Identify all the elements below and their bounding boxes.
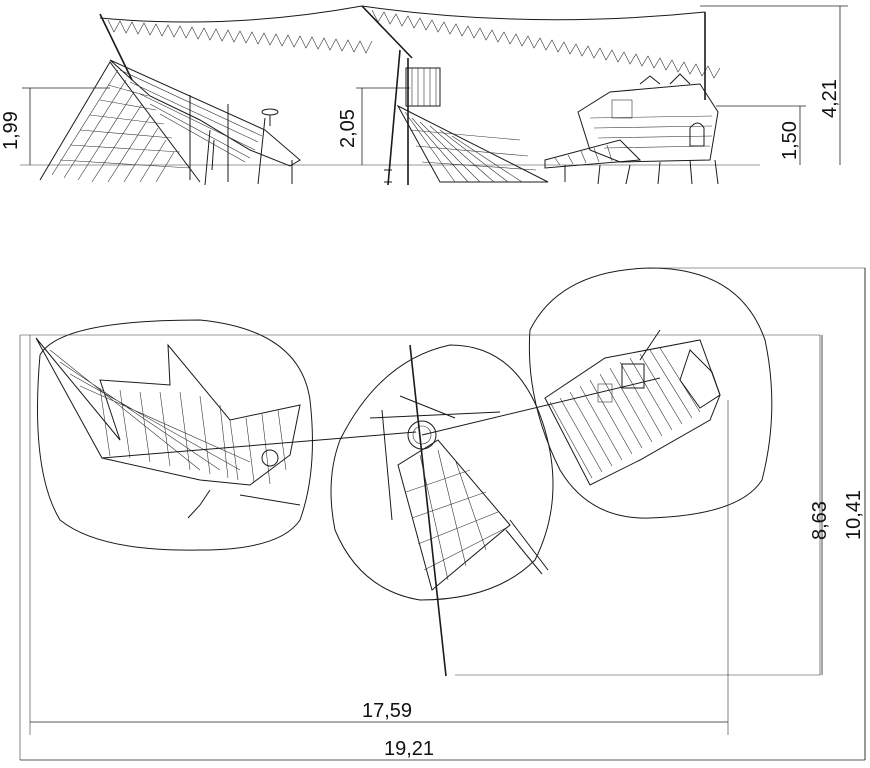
boat-deck-planks xyxy=(229,409,287,485)
house-body xyxy=(577,83,719,163)
mast-middle xyxy=(361,5,413,59)
hull-post-3 xyxy=(257,117,266,185)
boat-ladder xyxy=(187,489,211,519)
house-bow xyxy=(679,349,721,409)
tower-spar xyxy=(409,344,447,677)
plan-dimensions: 8,63 10,41 17,59 19,21 xyxy=(20,268,866,761)
boat-net-mesh xyxy=(49,349,251,479)
tower-foot xyxy=(384,169,392,183)
house-outline xyxy=(544,339,721,486)
house-leg-2 xyxy=(597,164,601,185)
house-door xyxy=(689,122,705,147)
plan-dim-width-outer: 19,21 xyxy=(384,738,434,760)
boat-left-elevation xyxy=(39,13,301,186)
tower-net-frame xyxy=(397,439,511,591)
boat-outline xyxy=(35,337,301,486)
mast-left xyxy=(99,13,133,81)
ramp-mesh xyxy=(404,111,537,183)
hull-side xyxy=(109,59,301,167)
height-dim-2: 2,05 xyxy=(337,109,359,148)
boundary-outer xyxy=(650,267,866,760)
sail-rope xyxy=(99,5,706,23)
hull-planks xyxy=(119,69,263,163)
tower-round-inner xyxy=(412,425,432,445)
safety-zone-left xyxy=(37,319,313,551)
pennants-left xyxy=(107,19,373,54)
sail-cable-right xyxy=(421,377,661,436)
gangway xyxy=(544,139,642,169)
tower-net-mesh xyxy=(405,449,507,581)
boat-left-plan xyxy=(35,337,417,519)
height-dim-1: 1,99 xyxy=(0,111,22,150)
tower-post-left xyxy=(387,49,401,186)
tower-middle-elevation xyxy=(361,5,549,186)
tower-cabin xyxy=(405,67,441,107)
house-leg-5 xyxy=(689,159,693,185)
safety-zone-middle xyxy=(330,344,554,601)
boundary-inner xyxy=(20,334,821,676)
tower-ramp xyxy=(505,519,549,575)
elevation-view: 1,99 2,05 1,50 4,21 xyxy=(0,5,848,186)
cabin-slats xyxy=(411,68,437,106)
house-right-plan xyxy=(544,329,721,486)
tower-beams xyxy=(369,395,501,521)
house-roof-frame xyxy=(639,73,691,85)
boat-boom xyxy=(239,494,301,506)
plan-dim-depth-outer: 10,41 xyxy=(843,490,865,540)
ramp-net-frame xyxy=(396,104,549,183)
safety-zone-right xyxy=(528,267,773,519)
net-frame xyxy=(39,61,201,183)
plan-view: 8,63 10,41 17,59 19,21 xyxy=(19,267,866,761)
house-mast-base xyxy=(639,329,661,361)
height-dim-3: 1,50 xyxy=(779,121,801,160)
net-mesh xyxy=(51,69,191,183)
elevation-dimensions: 1,99 2,05 1,50 4,21 xyxy=(0,5,848,165)
sail-cable-left xyxy=(101,431,417,459)
house-planks xyxy=(589,115,713,149)
steering-wheel xyxy=(261,108,279,116)
house-leg-3 xyxy=(625,164,631,185)
house-leg-4 xyxy=(657,161,661,185)
house-floor-planks xyxy=(549,347,701,479)
house-window xyxy=(611,99,633,119)
pennants-right xyxy=(371,9,721,79)
house-hatch xyxy=(621,363,645,389)
plan-dim-width-inner: 17,59 xyxy=(362,700,412,722)
height-dim-4: 4,21 xyxy=(819,79,841,118)
house-leg-6 xyxy=(714,159,719,185)
house-right-elevation xyxy=(544,12,719,185)
tower-middle-plan xyxy=(369,344,661,677)
plan-dim-depth-inner: 8,63 xyxy=(809,501,831,540)
boat-wheel xyxy=(261,449,279,467)
slide-pole xyxy=(204,129,215,186)
house-ladder xyxy=(597,383,613,403)
gangway-planks xyxy=(554,144,613,166)
